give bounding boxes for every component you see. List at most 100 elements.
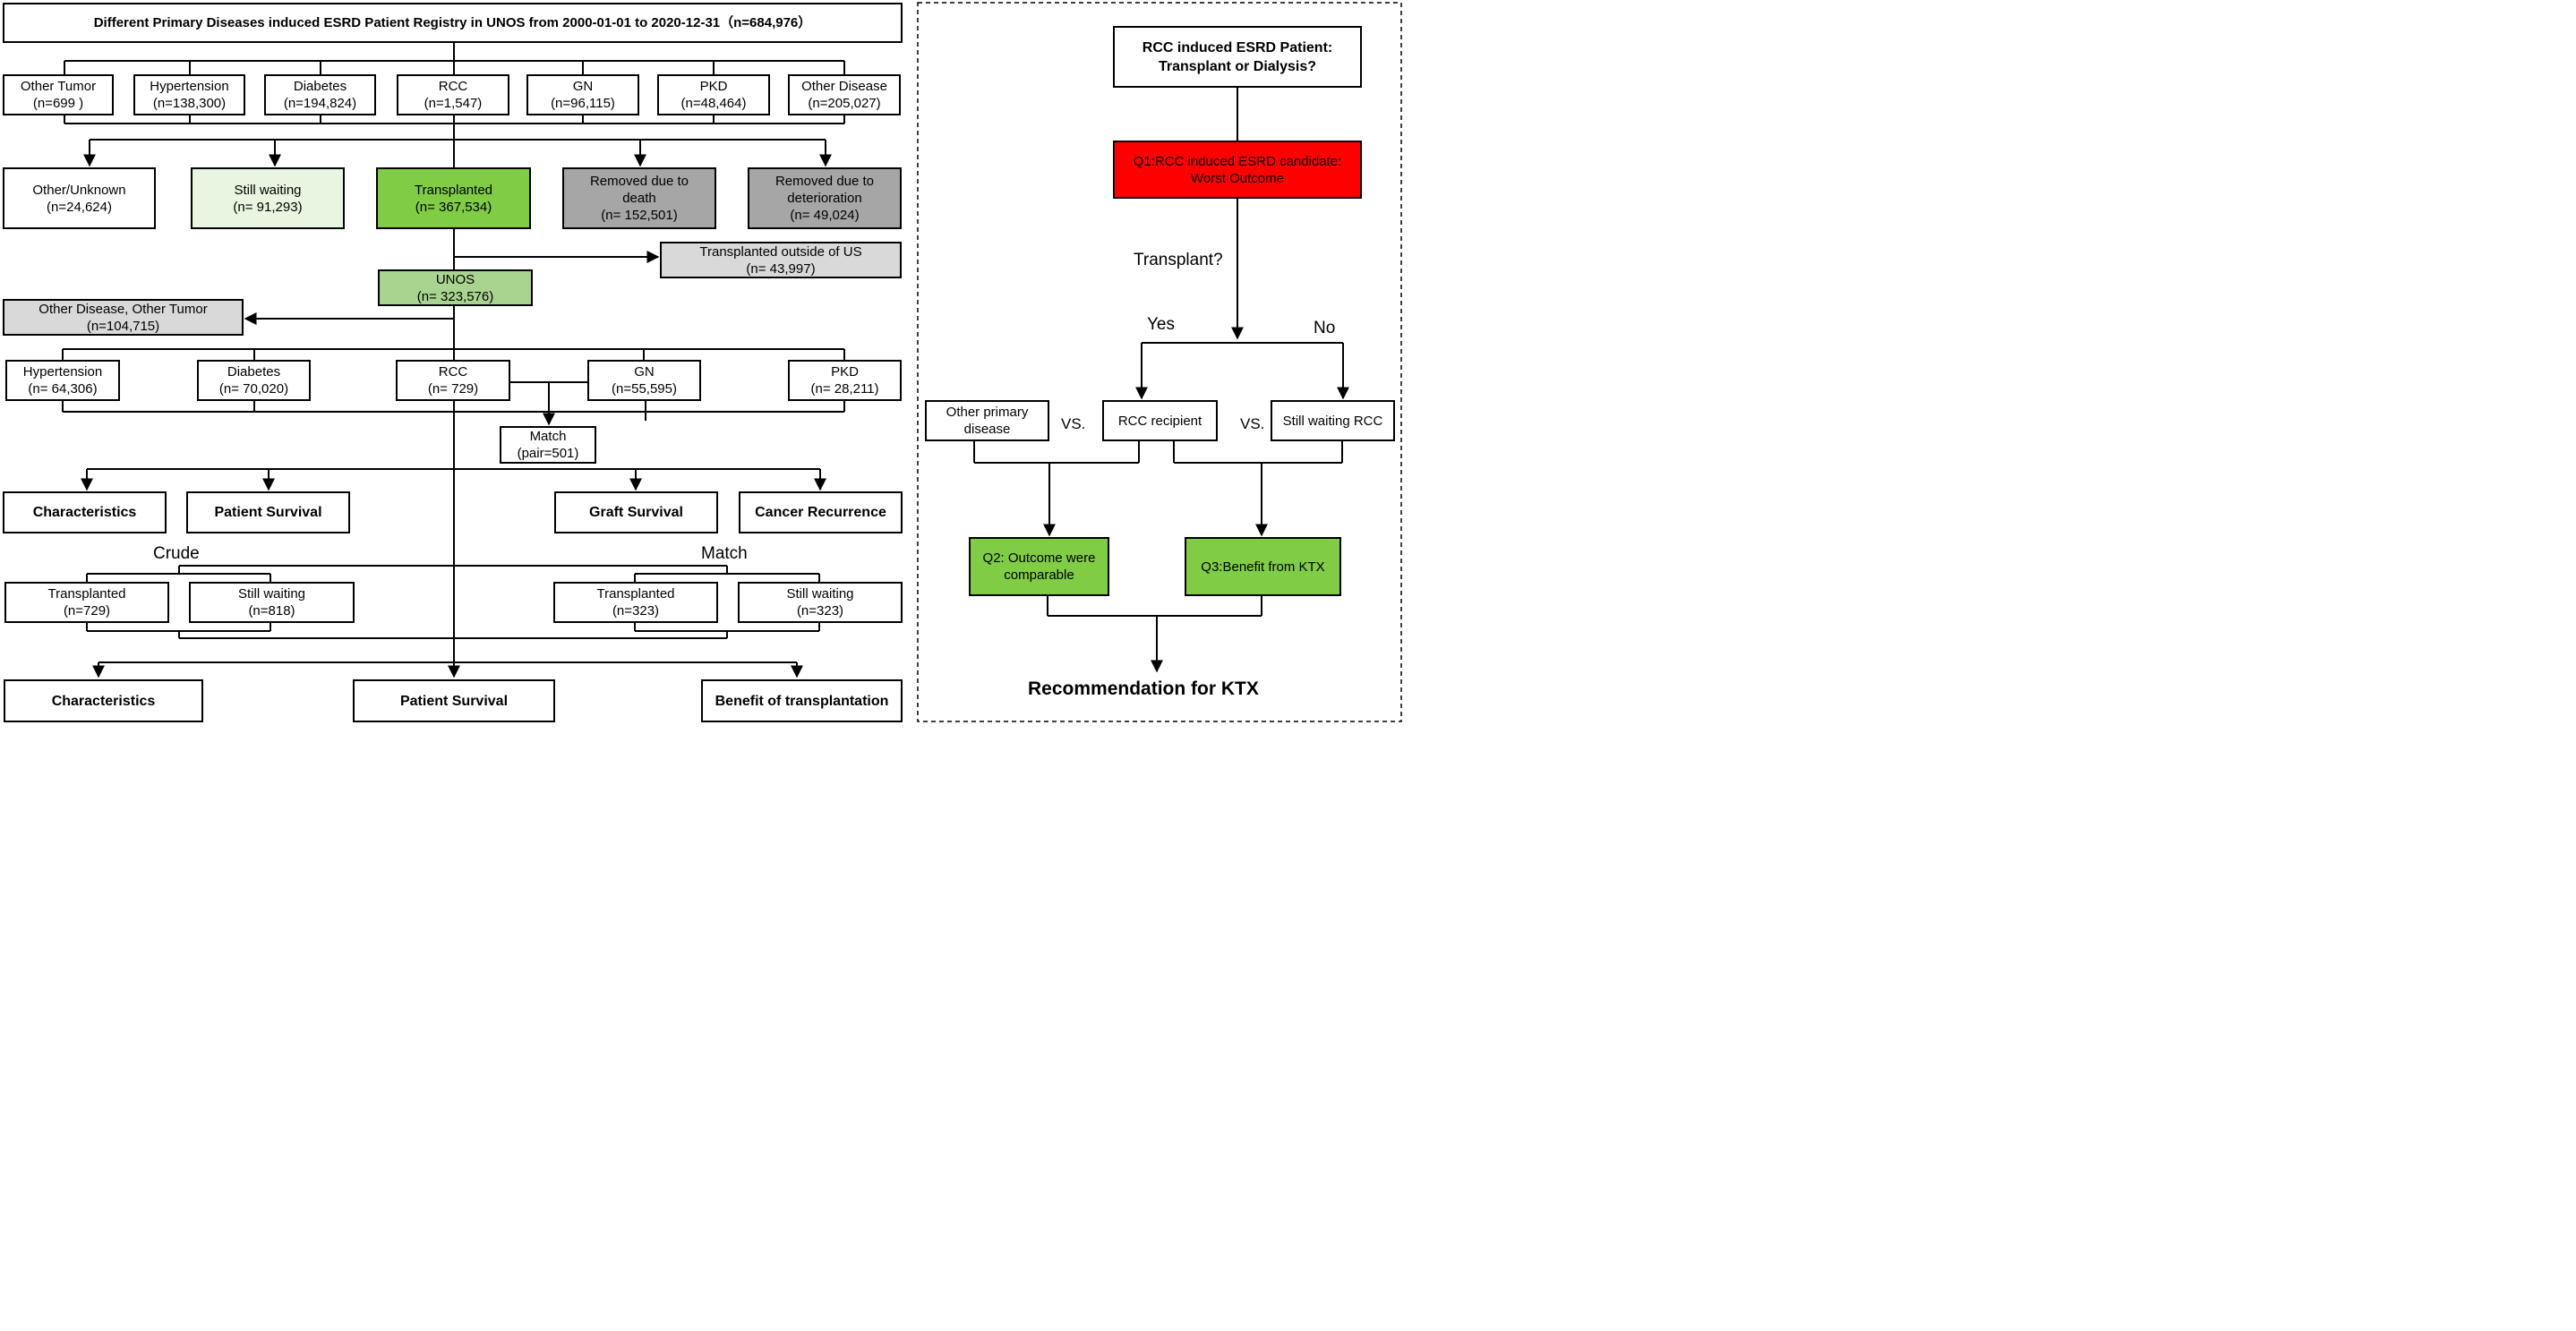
disease-count: (n= 64,306) xyxy=(28,381,98,397)
cohort-count: (n=323) xyxy=(612,603,660,619)
disease-name: Hypertension xyxy=(150,79,229,94)
disease-name: RCC xyxy=(438,79,468,94)
status-removed-deterioration: Removed due to deterioration (n= 49,024) xyxy=(748,167,902,229)
disease-count: (n=1,547) xyxy=(424,96,483,111)
unos-label: UNOS xyxy=(435,271,475,287)
status-transplanted: Transplanted (n= 367,534) xyxy=(376,167,531,229)
status-count: (n= 49,024) xyxy=(790,208,860,223)
disease-count: (n=194,824) xyxy=(283,96,357,111)
disease-name: PKD xyxy=(831,364,859,380)
status-label: Removed due to xyxy=(589,174,689,189)
final-outcome-benefit: Benefit of transplantation xyxy=(701,679,903,722)
connector-lines xyxy=(62,2,1402,722)
match-cohort-label: Match xyxy=(701,544,748,563)
disease-count: (n=138,300) xyxy=(152,96,227,111)
disease-box-rcc: RCC (n=1,547) xyxy=(397,74,509,115)
disease-count: (n=205,027) xyxy=(808,96,881,111)
cohort-count: (n=729) xyxy=(63,603,111,619)
registry-title: Different Primary Diseases induced ESRD … xyxy=(93,15,812,30)
outcome-label: Graft Survival xyxy=(589,505,683,520)
status-other-unknown: Other/Unknown (n=24,624) xyxy=(3,167,156,229)
vs-label-2: VS. xyxy=(1240,415,1265,432)
unos-disease-diabetes: Diabetes (n= 70,020) xyxy=(197,360,311,401)
outcome-label: Characteristics xyxy=(32,505,137,520)
status-label: Still waiting xyxy=(234,182,302,198)
final-outcome-characteristics: Characteristics xyxy=(4,679,203,722)
crude-label: Crude xyxy=(153,544,200,563)
disease-count: (n= 729) xyxy=(427,381,479,397)
matched-still-waiting: Still waiting (n=323) xyxy=(738,582,903,623)
rcc-recipient-box: RCC recipient xyxy=(1102,400,1218,441)
excluded-label: Other Disease, Other Tumor xyxy=(39,301,208,317)
unos-count: (n= 323,576) xyxy=(416,288,494,304)
cohort-label: Transplanted xyxy=(596,586,675,602)
match-count: (pair=501) xyxy=(517,446,579,461)
disease-box-other-tumor: Other Tumor (n=699 ) xyxy=(3,74,114,115)
q3-box: Q3:Benefit from KTX xyxy=(1185,537,1341,596)
other-primary-disease-box: Other primary disease xyxy=(925,400,1049,441)
matched-transplanted: Transplanted (n=323) xyxy=(553,582,718,623)
status-label: death xyxy=(622,191,656,206)
cohort-label: Still waiting xyxy=(786,586,854,602)
q2-line: comparable xyxy=(1004,567,1074,583)
outcome-label: Patient Survival xyxy=(399,693,509,709)
disease-name: RCC xyxy=(438,364,468,380)
q1-box: Q1:RCC induced ESRD candidate: Worst Out… xyxy=(1113,141,1362,199)
cohort-count: (n=818) xyxy=(248,603,295,619)
outcome-label: Benefit of transplantation xyxy=(715,693,889,709)
unos-disease-pkd: PKD (n= 28,211) xyxy=(788,360,902,401)
status-count: (n= 367,534) xyxy=(415,199,492,215)
disease-count: (n=96,115) xyxy=(551,96,615,111)
transplant-question-label: Transplant? xyxy=(1134,251,1223,269)
group-label: RCC recipient xyxy=(1117,413,1202,429)
q1-line: Q1:RCC induced ESRD candidate: xyxy=(1133,153,1342,169)
disease-box-pkd: PKD (n=48,464) xyxy=(657,74,770,115)
cohort-label: Transplanted xyxy=(47,586,126,602)
status-count: (n= 152,501) xyxy=(601,208,678,223)
outcome-label: Characteristics xyxy=(51,693,156,709)
group-label: Other primary xyxy=(946,405,1029,420)
question-line: RCC induced ESRD Patient: xyxy=(1142,39,1333,55)
status-count: (n=24,624) xyxy=(47,199,112,215)
final-outcome-patient-survival: Patient Survival xyxy=(353,679,555,722)
excluded-other-disease-tumor: Other Disease, Other Tumor (n=104,715) xyxy=(3,299,244,336)
group-label: Still waiting RCC xyxy=(1282,413,1383,429)
vs-label-1: VS. xyxy=(1061,415,1086,432)
disease-count: (n=55,595) xyxy=(612,381,677,397)
outcome-patient-survival: Patient Survival xyxy=(186,491,350,533)
match-box: Match (pair=501) xyxy=(500,426,596,464)
status-label: deterioration xyxy=(787,191,862,206)
unos-box: UNOS (n= 323,576) xyxy=(378,269,533,306)
still-waiting-rcc-box: Still waiting RCC xyxy=(1271,400,1395,441)
match-label: Match xyxy=(529,429,567,444)
disease-box-diabetes: Diabetes (n=194,824) xyxy=(264,74,376,115)
outcome-label: Cancer Recurrence xyxy=(755,505,886,520)
disease-count: (n= 28,211) xyxy=(810,381,879,397)
disease-name: Hypertension xyxy=(22,364,103,380)
outcome-cancer-recurrence: Cancer Recurrence xyxy=(739,491,903,533)
outside-us-label: Transplanted outside of US xyxy=(699,243,862,260)
status-label: Other/Unknown xyxy=(32,182,126,198)
unos-disease-rcc: RCC (n= 729) xyxy=(396,360,510,401)
disease-name: Diabetes xyxy=(227,364,281,380)
disease-count: (n= 70,020) xyxy=(218,381,289,397)
disease-box-other-disease: Other Disease (n=205,027) xyxy=(788,74,901,115)
disease-name: PKD xyxy=(699,79,728,94)
disease-box-hypertension: Hypertension (n=138,300) xyxy=(133,74,245,115)
crude-transplanted: Transplanted (n=729) xyxy=(4,582,169,623)
status-still-waiting: Still waiting (n= 91,293) xyxy=(191,167,345,229)
research-question-box: RCC induced ESRD Patient: Transplant or … xyxy=(1113,26,1362,88)
disease-count: (n=48,464) xyxy=(680,96,747,111)
q2-box: Q2: Outcome were comparable xyxy=(969,537,1109,596)
disease-count: (n=699 ) xyxy=(32,96,84,111)
group-label: disease xyxy=(963,422,1011,437)
disease-name: Other Disease xyxy=(801,79,887,94)
disease-box-gn: GN (n=96,115) xyxy=(526,74,639,115)
crude-still-waiting: Still waiting (n=818) xyxy=(189,582,355,623)
disease-name: GN xyxy=(634,364,655,380)
unos-disease-gn: GN (n=55,595) xyxy=(587,360,701,401)
transplanted-outside-us: Transplanted outside of US (n= 43,997) xyxy=(660,242,902,278)
registry-title-box: Different Primary Diseases induced ESRD … xyxy=(3,3,903,43)
status-removed-death: Removed due to death (n= 152,501) xyxy=(562,167,716,229)
unos-disease-hypertension: Hypertension (n= 64,306) xyxy=(5,360,120,401)
